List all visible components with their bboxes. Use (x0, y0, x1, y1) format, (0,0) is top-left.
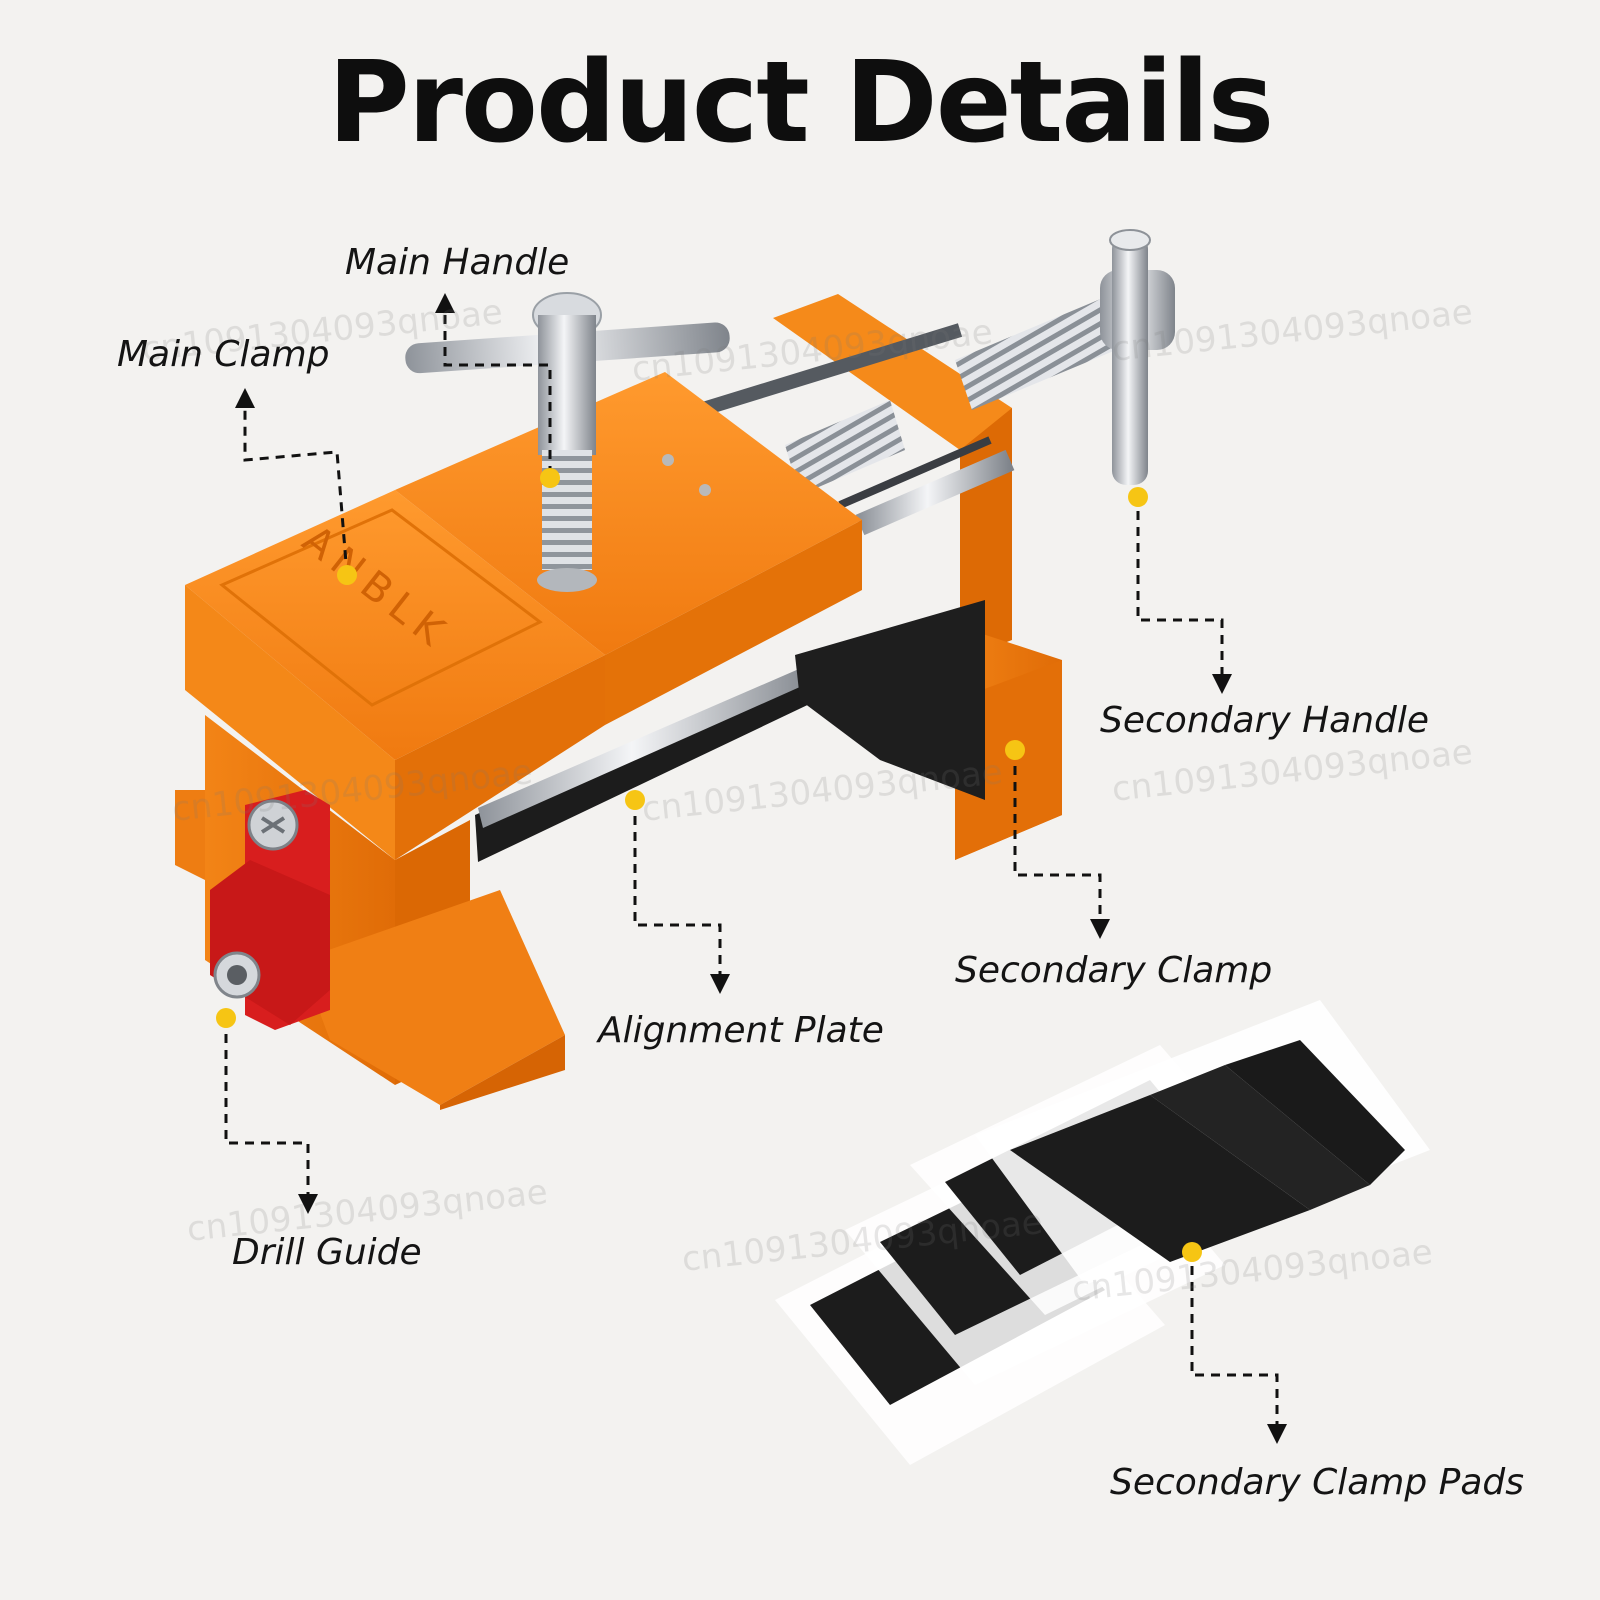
main-clamp-block: ANBLK (185, 372, 862, 860)
marker-main-clamp (337, 565, 357, 585)
arrowhead-secondary-handle (1212, 674, 1232, 694)
guide-rods (697, 323, 1015, 536)
callout-arrowheads (235, 293, 1287, 1444)
leader-clamp-pads (1190, 1250, 1279, 1430)
marker-secondary-clamp (1005, 740, 1025, 760)
clamp-pads-shape (775, 1000, 1430, 1465)
marker-clamp-pads (1182, 1242, 1202, 1262)
label-secondary-clamp: Secondary Clamp (955, 950, 1273, 991)
label-secondary-clamp-pads: Secondary Clamp Pads (1110, 1462, 1525, 1503)
label-drill-guide: Drill Guide (232, 1232, 422, 1273)
label-main-clamp: Main Clamp (117, 334, 330, 375)
page-title: Product Details (327, 38, 1275, 168)
arrowhead-clamp-pads (1267, 1424, 1287, 1444)
leader-main-clamp (243, 400, 349, 576)
secondary-handle-shape (955, 229, 1175, 485)
drill-guide-shape (210, 790, 330, 1030)
callout-leaders (224, 305, 1279, 1430)
arrowhead-main-clamp (235, 388, 255, 408)
marker-secondary-handle (1128, 487, 1148, 507)
arrowhead-alignment-plate (710, 974, 730, 994)
leader-drill-guide (224, 1018, 310, 1200)
label-alignment-plate: Alignment Plate (598, 1010, 884, 1051)
internal-spring (785, 400, 905, 495)
leader-secondary-clamp (1013, 750, 1102, 925)
marker-main-handle (540, 468, 560, 488)
leader-secondary-handle (1136, 495, 1224, 680)
label-secondary-handle: Secondary Handle (1100, 700, 1430, 741)
marker-alignment-plate (625, 790, 645, 810)
secondary-clamp-pad-shape (795, 600, 985, 800)
main-handle-shape (405, 292, 730, 592)
label-main-handle: Main Handle (345, 242, 570, 283)
leader-alignment-plate (633, 800, 722, 980)
arrowhead-secondary-clamp (1090, 919, 1110, 939)
marker-drill-guide (216, 1008, 236, 1028)
alignment-plate-shape (475, 662, 820, 862)
callout-markers (216, 468, 1202, 1262)
arrowhead-drill-guide (298, 1194, 318, 1214)
arrowhead-main-handle (435, 293, 455, 313)
leader-main-handle (443, 305, 552, 475)
